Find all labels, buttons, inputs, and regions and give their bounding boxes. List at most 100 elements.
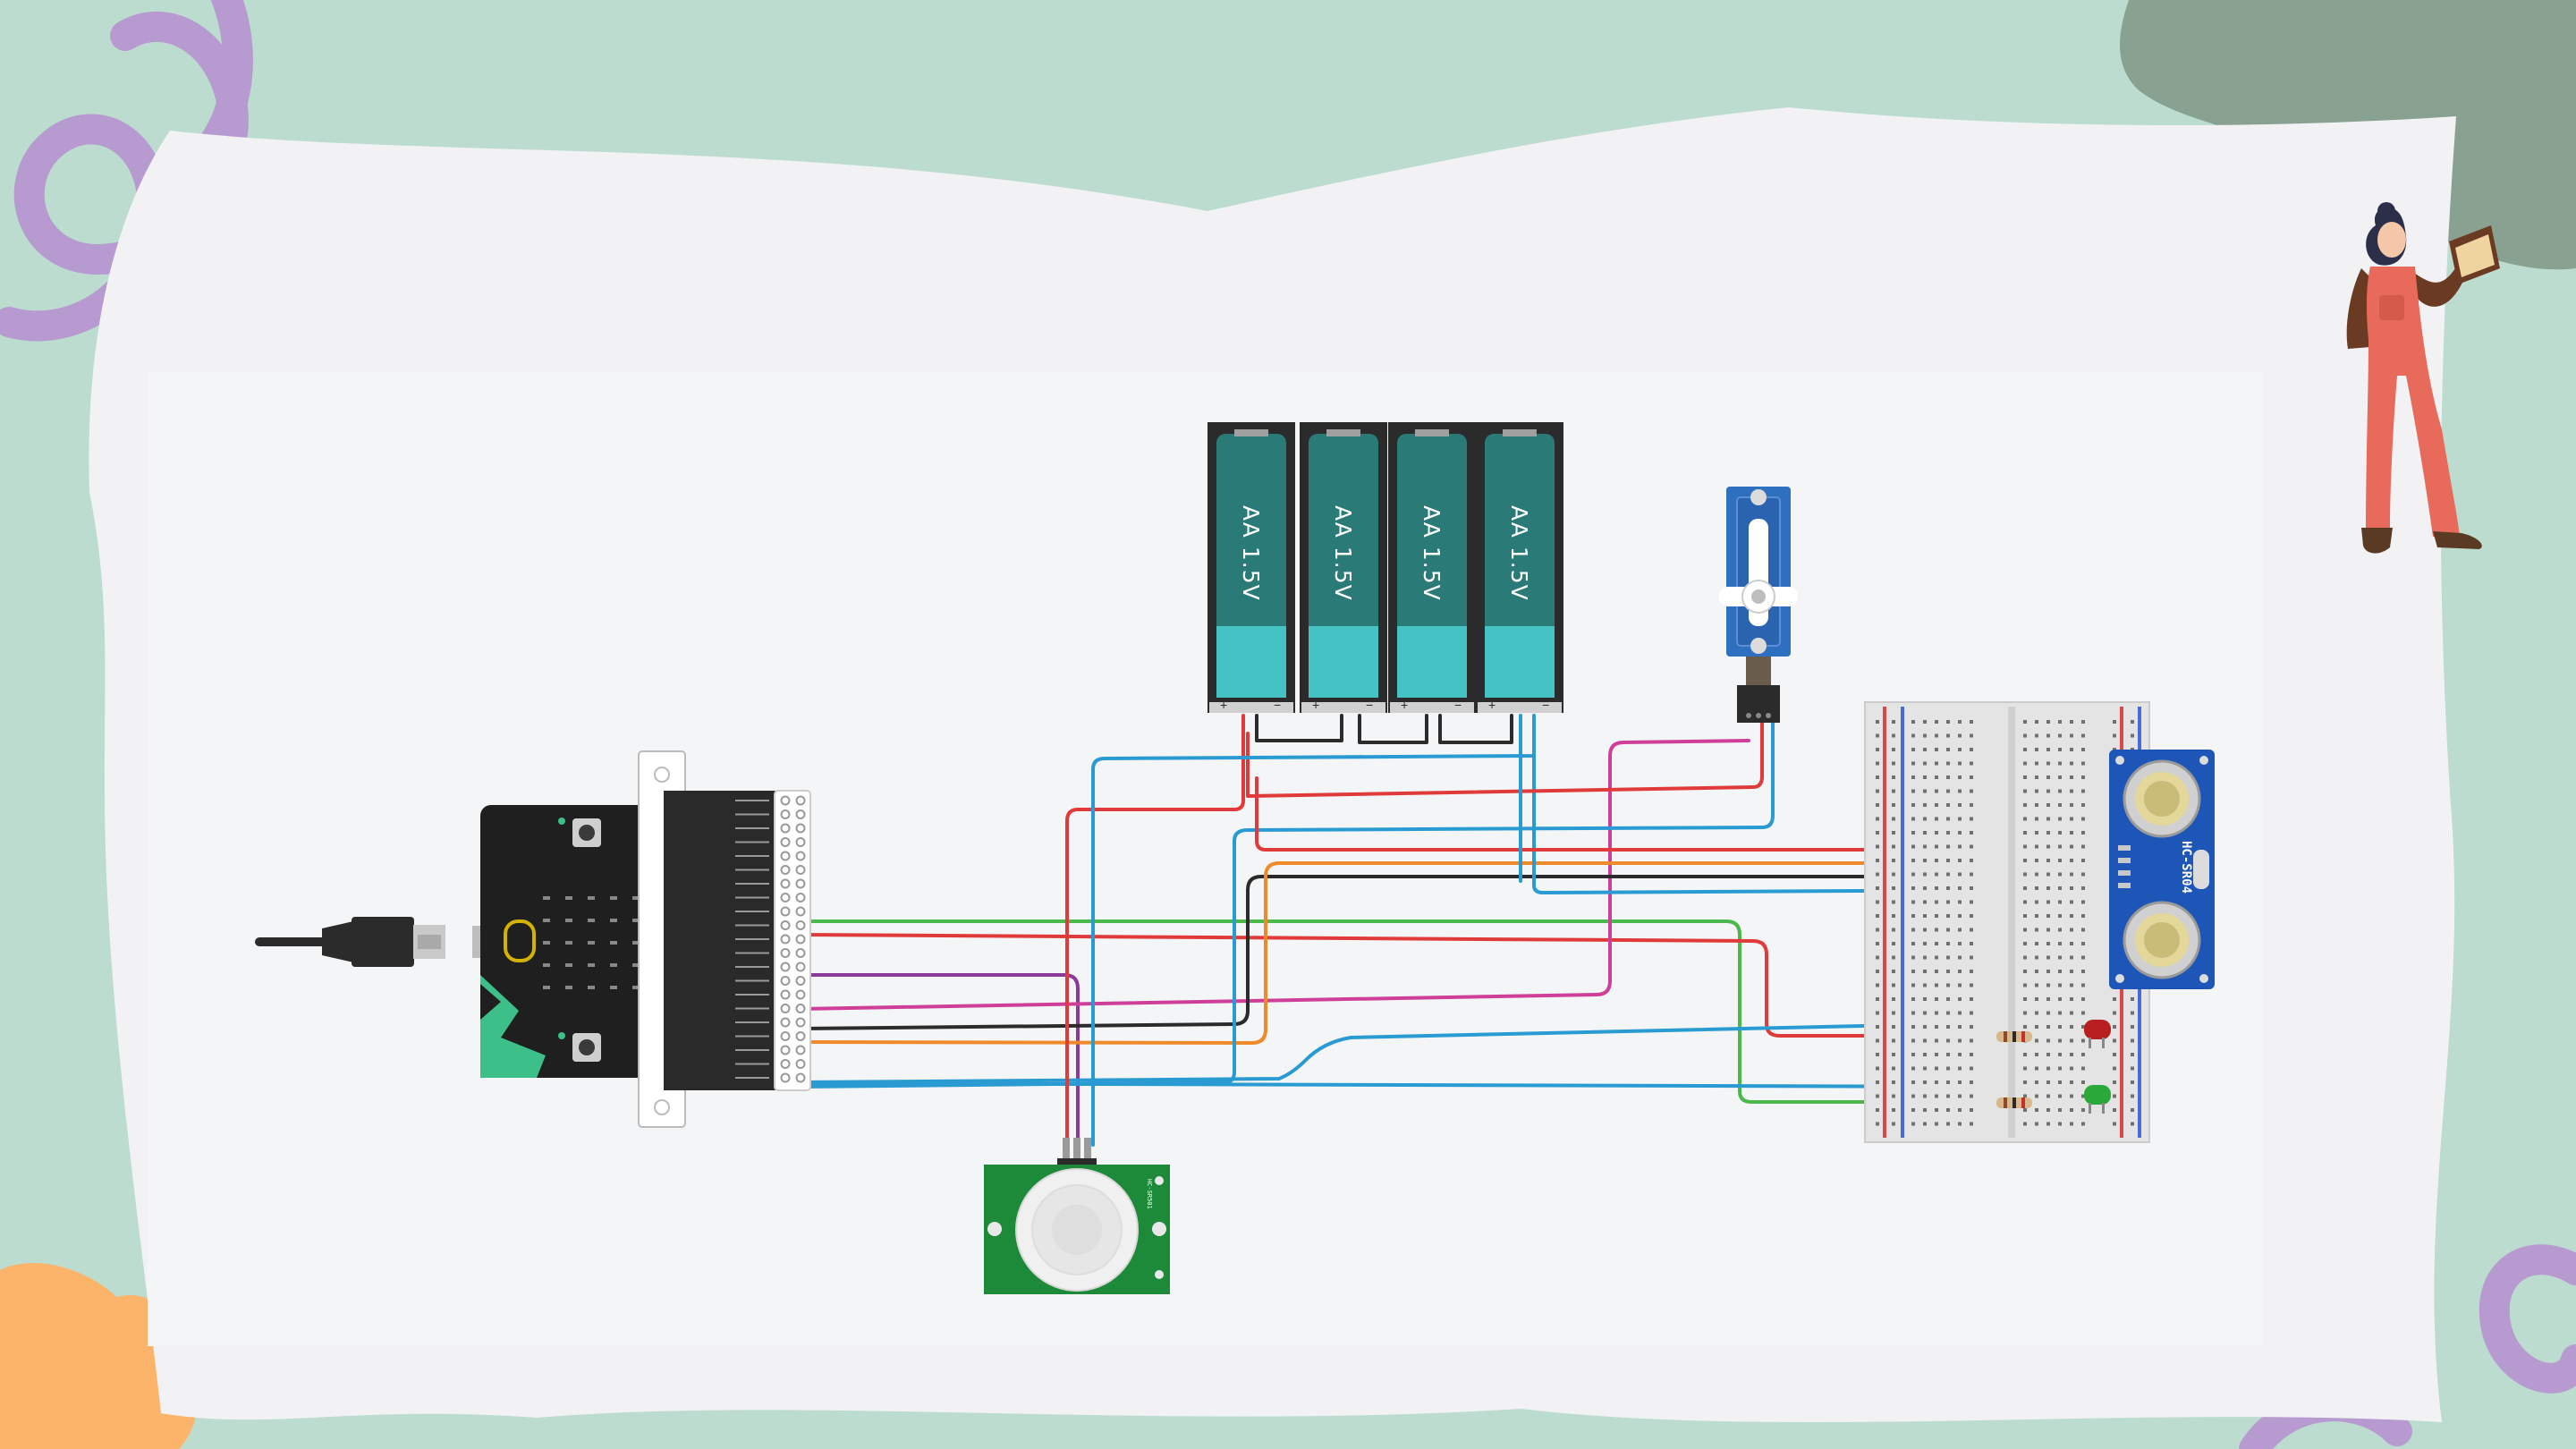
- pin-hole: [782, 921, 790, 929]
- bb-hole: [2035, 748, 2038, 751]
- bb-hole: [1892, 1039, 1895, 1043]
- bb-hole: [1970, 873, 1973, 877]
- bb-hole: [1923, 1108, 1927, 1112]
- bb-hole: [1923, 886, 1927, 890]
- bb-hole: [1935, 970, 1938, 973]
- bb-hole: [2023, 790, 2027, 793]
- pin-hole: [782, 1046, 790, 1055]
- bb-hole: [1876, 1012, 1879, 1015]
- bb-hole: [2081, 803, 2085, 807]
- bb-hole: [1958, 928, 1962, 932]
- bb-hole: [2058, 831, 2062, 835]
- bb-hole: [2131, 1012, 2134, 1015]
- bb-hole: [1946, 1067, 1950, 1071]
- bb-hole: [2035, 901, 2038, 904]
- bb-hole: [2023, 873, 2027, 877]
- bb-hole: [2046, 762, 2050, 766]
- battery-label: AA 1.5V: [1419, 505, 1445, 601]
- bb-hole: [1923, 914, 1927, 918]
- bb-hole: [1946, 775, 1950, 779]
- bb-hole: [1970, 775, 1973, 779]
- bb-hole: [2081, 997, 2085, 1001]
- bb-hole: [2058, 956, 2062, 960]
- bb-hole: [1970, 1095, 1973, 1098]
- bb-hole: [1892, 1123, 1895, 1126]
- bb-hole: [2046, 818, 2050, 821]
- bb-hole: [1911, 1108, 1915, 1112]
- bb-hole: [2081, 734, 2085, 738]
- pin-hole: [782, 852, 790, 860]
- bb-hole: [2058, 1080, 2062, 1084]
- bb-hole: [1911, 1067, 1915, 1071]
- battery-pack: AA 1.5V+−AA 1.5V+−AA 1.5V+−AA 1.5V+−: [1208, 422, 1563, 713]
- bb-hole: [1911, 1053, 1915, 1056]
- bb-hole: [1911, 1039, 1915, 1043]
- bb-hole: [1946, 1012, 1950, 1015]
- bb-hole: [2070, 845, 2073, 849]
- pin-hole: [782, 894, 790, 902]
- bb-hole: [2058, 775, 2062, 779]
- pin-hole: [782, 936, 790, 944]
- bb-hole: [1970, 1123, 1973, 1126]
- bb-hole: [1958, 1123, 1962, 1126]
- bb-hole: [1970, 734, 1973, 738]
- bb-hole: [1958, 886, 1962, 890]
- bb-hole: [1946, 901, 1950, 904]
- pin-hole: [782, 797, 790, 805]
- bb-hole: [1892, 790, 1895, 793]
- plus-sign: +: [1312, 698, 1319, 712]
- bb-hole: [2081, 775, 2085, 779]
- bb-hole: [2113, 1080, 2116, 1084]
- bb-hole: [1892, 928, 1895, 932]
- bb-hole: [2058, 1039, 2062, 1043]
- bb-hole: [2023, 984, 2027, 987]
- bb-hole: [1958, 762, 1962, 766]
- bb-hole: [1923, 1053, 1927, 1056]
- bb-hole: [2046, 1095, 2050, 1098]
- pin-hole: [782, 810, 790, 818]
- bb-hole: [2070, 1039, 2073, 1043]
- bb-hole: [1876, 901, 1879, 904]
- bb-hole: [1946, 748, 1950, 751]
- bb-hole: [2058, 984, 2062, 987]
- bb-hole: [1923, 1012, 1927, 1015]
- bb-hole: [1892, 901, 1895, 904]
- bb-hole: [2081, 859, 2085, 862]
- bb-hole: [1876, 1080, 1879, 1084]
- bb-hole: [1970, 1080, 1973, 1084]
- bb-hole: [1970, 845, 1973, 849]
- bb-hole: [1935, 984, 1938, 987]
- bb-hole: [2113, 720, 2116, 724]
- bb-hole: [2070, 775, 2073, 779]
- bb-hole: [1946, 956, 1950, 960]
- bb-hole: [1876, 1067, 1879, 1071]
- bb-hole: [1946, 720, 1950, 724]
- bb-hole: [1923, 803, 1927, 807]
- bb-hole: [1958, 803, 1962, 807]
- minus-sign: −: [1366, 698, 1373, 712]
- bb-hole: [2023, 1095, 2027, 1098]
- bb-hole: [1958, 859, 1962, 862]
- bb-hole: [2023, 942, 2027, 945]
- pin-hole: [782, 908, 790, 916]
- bb-hole: [1946, 762, 1950, 766]
- bb-hole: [1958, 970, 1962, 973]
- bb-hole: [2035, 1108, 2038, 1112]
- pin-hole: [782, 977, 790, 985]
- bb-hole: [2023, 1012, 2027, 1015]
- bb-hole: [1892, 720, 1895, 724]
- bb-hole: [2023, 956, 2027, 960]
- bb-hole: [1958, 1053, 1962, 1056]
- bb-hole: [2058, 1123, 2062, 1126]
- bb-hole: [1935, 818, 1938, 821]
- bb-hole: [2023, 1123, 2027, 1126]
- battery-label: AA 1.5V: [1506, 505, 1532, 601]
- bb-hole: [2058, 997, 2062, 1001]
- bb-hole: [2023, 1067, 2027, 1071]
- minus-sign: −: [1542, 698, 1549, 712]
- bb-hole: [2081, 1012, 2085, 1015]
- bb-hole: [1911, 886, 1915, 890]
- bb-hole: [1911, 1123, 1915, 1126]
- bb-hole: [1911, 762, 1915, 766]
- bb-hole: [1911, 928, 1915, 932]
